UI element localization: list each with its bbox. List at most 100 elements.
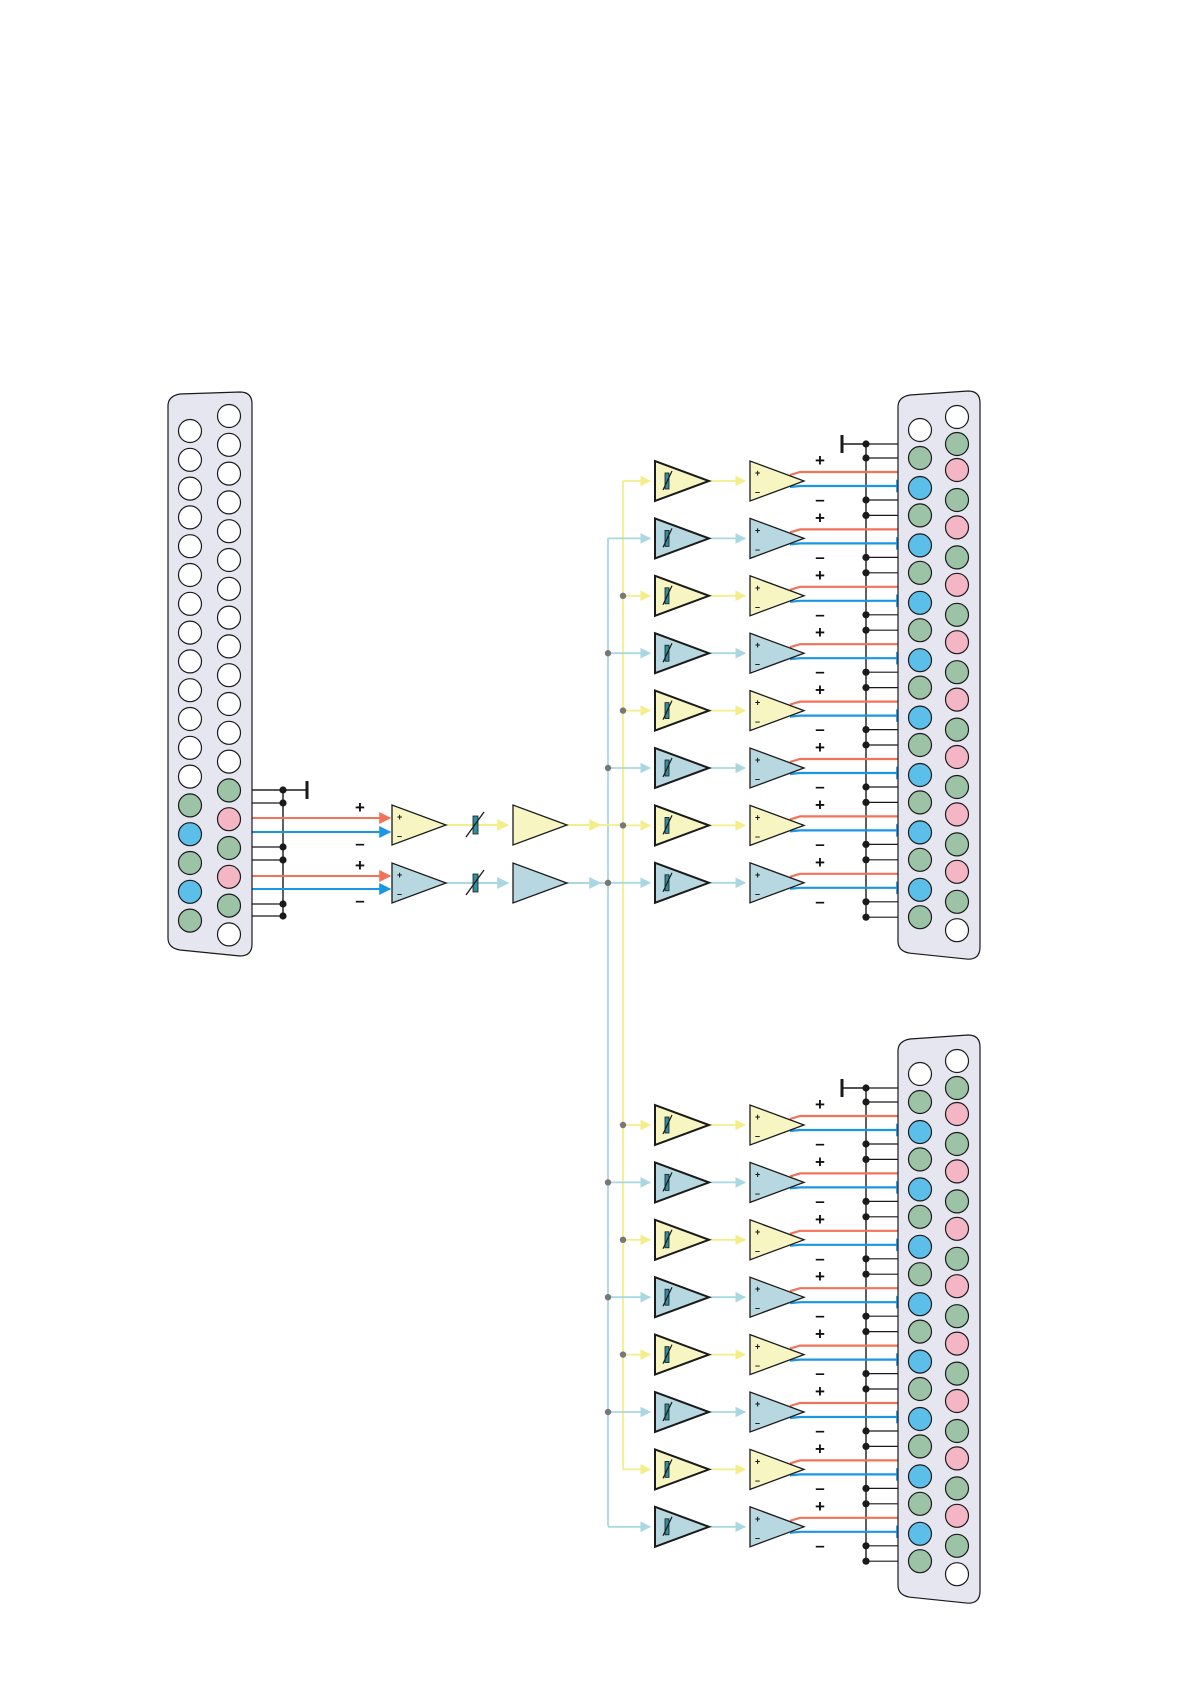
output-connector-1-channel-1-output-amp-minus-sign: –: [755, 487, 760, 497]
output-connector-1-channel-2-pin-cold: [909, 534, 932, 557]
input-pin-a-17: [179, 880, 202, 903]
output-connector-1-channel-6-ground-r-dot: [862, 783, 869, 790]
output-connector-1-channel-4-pin-hot: [946, 631, 969, 654]
output-connector-2-channel-2-pin-hot: [946, 1160, 969, 1183]
input-pin-a-15: [179, 823, 202, 846]
output-connector-1-channel-3-ground-r-dot: [862, 611, 869, 618]
output-connector-1-channel-4-tap-dot: [605, 650, 611, 656]
output-connector-2-channel-4-pin-ground-r: [946, 1305, 969, 1328]
output-connector-1-channel-1-pin-cold: [909, 477, 932, 500]
output-connector-1-channel-5-output-amp-minus-sign: –: [755, 717, 760, 727]
input-pin-b-18: [218, 894, 241, 917]
output-connector-1-channel-6-tap-dot: [605, 765, 611, 771]
output-connector-1-channel-7-pin-hot: [946, 803, 969, 826]
output-connector-1-pin-r-0: [946, 406, 969, 429]
input-pin-b-1: [218, 405, 241, 428]
output-connector-1-channel-7-plus-label: +: [815, 795, 825, 814]
connector-pins: [179, 405, 969, 1586]
output-connector-2-channel-4-pin-ground-l: [909, 1263, 932, 1286]
output-connector-2-channel-6-output-amp-minus-sign: –: [755, 1418, 760, 1428]
output-connector-1-channel-2-ground-l-dot: [862, 512, 869, 519]
output-connector-1-channel-1-trim-amp: [655, 461, 709, 501]
input-pin-a-10: [179, 679, 202, 702]
output-connector-1-channel-8-trim-amp: [655, 863, 709, 903]
output-connector-1-channel-1-ground-r-dot: [862, 496, 869, 503]
output-connector-1-channel-5-trim-amp: [655, 691, 709, 731]
output-connector-2-channel-4-trim-amp: [655, 1277, 709, 1317]
output-connector-1-channel-6-plus-label: +: [815, 738, 825, 757]
output-connector-2-channel-3-pin-ground-r: [946, 1247, 969, 1270]
output-connector-2-channel-8-trim-amp: [655, 1507, 709, 1547]
output-connector-2-channel-8-ground-l-dot: [862, 1500, 869, 1507]
output-connector-2-channel-2-plus-label: +: [815, 1152, 825, 1171]
output-connector-2-channel-7-ground-l-dot: [862, 1443, 869, 1450]
output-connector-1-channel-4-cold-wire: [790, 658, 908, 659]
output-connector-2-channel-1-ground-l-dot: [862, 1098, 869, 1105]
output-connector-2-channel-8-cold-wire: [790, 1532, 908, 1533]
output-connector-2-channel-4-tap-dot: [605, 1294, 611, 1300]
output-connector-2-channel-5-output-amp-plus-sign: +: [755, 1342, 760, 1352]
output-connector-2-channel-6-pin-hot: [946, 1390, 969, 1413]
output-connector-2-channel-6-tap-dot: [605, 1409, 611, 1415]
output-connector-1-channel-7-output-amp-minus-sign: –: [755, 831, 760, 841]
output-connector-1-channel-4-output-amp-plus-sign: +: [755, 640, 760, 650]
input-pin-a-13: [179, 765, 202, 788]
polarity-labels: +–+–+–+–+–+–+–+–+–+–+–+–+–+–+–+–+–+–+–+–…: [355, 451, 825, 1555]
input-pin-a-14: [179, 794, 202, 817]
output-connector-1-channel-7-tap-dot: [620, 822, 626, 828]
input-pin-b-12: [218, 721, 241, 744]
output-connector-2-channel-1-ground-r-dot: [862, 1140, 869, 1147]
output-connector-1-channel-3-plus-label: +: [815, 566, 825, 585]
output-connector-1-channel-2-pin-ground-l: [909, 504, 932, 527]
output-connector-1-channel-6-minus-label: –: [815, 777, 824, 796]
output-connector-2-ground-bottom-dot: [862, 1558, 869, 1565]
output-connector-1-channel-1-output-amp-plus-sign: +: [755, 468, 760, 478]
input-pin-b-6: [218, 549, 241, 572]
output-connector-1-pin-l-last: [909, 906, 932, 929]
output-connector-1-channel-2-pin-ground-r: [946, 546, 969, 569]
input-pin-a-8: [179, 621, 202, 644]
output-connector-2-channel-3-trim-amp: [655, 1220, 709, 1260]
output-connector-2-channel-4-plus-label: +: [815, 1267, 825, 1286]
output-connector-2-channel-5-ground-l-dot: [862, 1328, 869, 1335]
output-connector-2-channel-7-minus-label: –: [815, 1478, 824, 1497]
output-connector-2-channel-4-ground-l-dot: [862, 1271, 869, 1278]
output-connector-2-channel-8-ground-r-dot: [862, 1542, 869, 1549]
output-connector-2-channel-3-ground-r-dot: [862, 1255, 869, 1262]
output-connector-1-channel-5-minus-label: –: [815, 720, 824, 739]
output-connector-1-channel-2-cold-wire: [790, 543, 908, 544]
output-connector-2-ground-top-dot: [862, 1084, 869, 1091]
output-connector-2-pin-r-0: [946, 1050, 969, 1073]
output-connector-2-channel-8-minus-label: –: [815, 1536, 824, 1555]
output-connector-1-channel-3-cold-wire: [790, 601, 908, 602]
output-connector-1-channel-3-ground-l-dot: [862, 569, 869, 576]
input-pin-b-15: [218, 808, 241, 831]
output-connector-1-channel-3-output-amp-minus-sign: –: [755, 602, 760, 612]
output-connector-1-channel-5-pin-cold: [909, 706, 932, 729]
input-ground-junction-dot-6: [279, 912, 286, 919]
output-connector-1-channel-3-trim-amp: [655, 576, 709, 616]
output-connector-2-channel-8-pin-ground-r: [946, 1534, 969, 1557]
output-connector-1-channel-7-output-amp-plus-sign: +: [755, 812, 760, 822]
output-connector-1-channel-8-tap-dot: [605, 880, 611, 886]
output-connector-1-channel-8-pin-hot: [946, 860, 969, 883]
output-connector-1-channel-3-pin-ground-l: [909, 561, 932, 584]
output-connector-2-channel-5-pin-ground-l: [909, 1320, 932, 1343]
output-connector-1-channel-3-tap-dot: [620, 593, 626, 599]
output-connector-2-channel-5-pin-hot: [946, 1332, 969, 1355]
output-connector-2-channel-2-pin-ground-r: [946, 1190, 969, 1213]
output-connector-1-channel-8-output-amp-minus-sign: –: [755, 889, 760, 899]
output-connector-2-channel-1-pin-ground-l: [909, 1091, 932, 1114]
input-channel-2-plus-label: +: [355, 856, 365, 875]
output-connector-1-channel-8-output-amp-plus-sign: +: [755, 870, 760, 880]
output-connector-2-pin-r-1: [946, 1077, 969, 1100]
output-connector-1-channel-7-minus-label: –: [815, 834, 824, 853]
output-connector-2-channel-7-output-amp-plus-sign: +: [755, 1456, 760, 1466]
output-connector-2-channel-7-pin-cold: [909, 1465, 932, 1488]
input-pin-a-16: [179, 852, 202, 875]
output-connector-2-channel-6-pin-ground-l: [909, 1378, 932, 1401]
input-channel-2-gain-trim-icon: [473, 874, 478, 892]
output-connector-1-ground-bottom-dot: [862, 914, 869, 921]
input-pin-b-10: [218, 664, 241, 687]
